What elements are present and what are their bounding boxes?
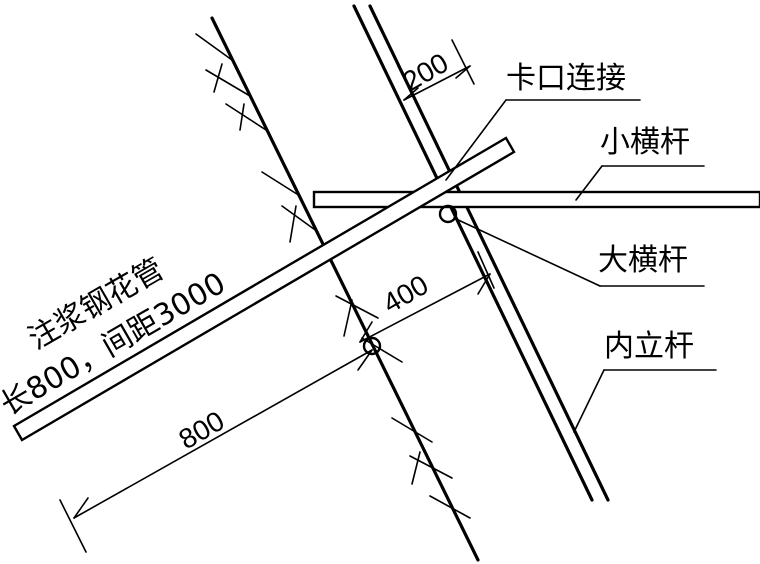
dim-label-200: 200 [398, 47, 454, 97]
grout-pipe-body [12, 136, 516, 442]
leader-small-crossbar: 小横杆 [575, 125, 705, 201]
inner-pole-line-left [352, 4, 594, 502]
label-large-crossbar: 大横杆 [598, 243, 688, 278]
dim-label-800: 800 [174, 405, 230, 455]
dimension-200: 200 [397, 39, 475, 111]
slope-line [210, 16, 480, 562]
grout-steel-pipe [12, 136, 516, 442]
label-small-crossbar: 小横杆 [600, 125, 690, 160]
leader-clip-connection: 卡口连接 [445, 61, 641, 181]
slope-hatching [195, 33, 471, 519]
dimension-400: 400 [359, 251, 495, 343]
leader-inner-pole: 内立杆 [573, 329, 717, 433]
leader-large-crossbar: 大横杆 [453, 217, 705, 287]
label-clip-connection: 卡口连接 [506, 61, 626, 96]
small-crossbar [312, 190, 760, 209]
slope-face [195, 16, 480, 562]
pipe-anchor-node [362, 336, 382, 356]
label-inner-pole: 内立杆 [604, 329, 694, 364]
large-crossbar-section [438, 204, 458, 224]
dim-label-400: 400 [378, 269, 434, 319]
